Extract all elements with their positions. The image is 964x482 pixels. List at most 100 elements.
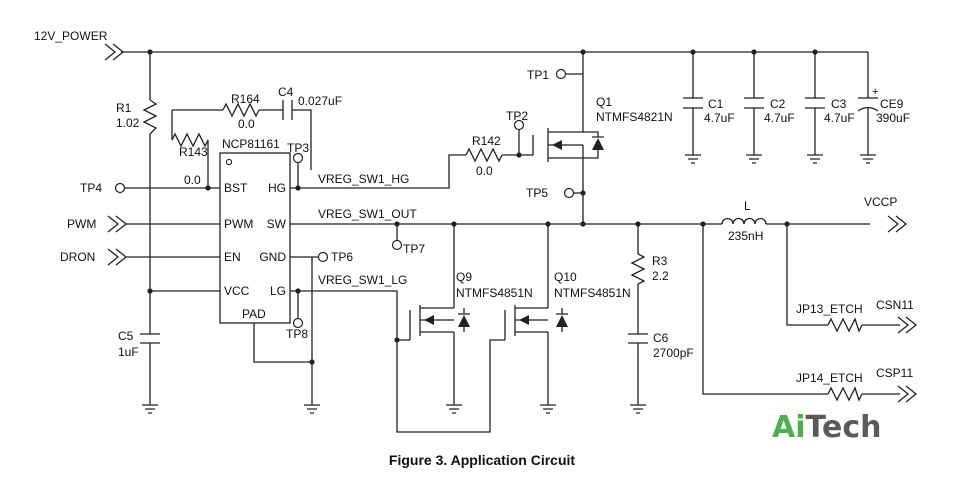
test-points xyxy=(114,68,575,329)
tp7-label: TP7 xyxy=(403,242,425,256)
tp2-label: TP2 xyxy=(506,109,528,123)
resistor-jp13 xyxy=(827,317,863,333)
r142-ref: R142 xyxy=(472,134,501,148)
net-connectors xyxy=(104,43,918,403)
r164-value: 0.0 xyxy=(238,117,255,131)
ground-symbols xyxy=(142,154,876,414)
r3-ref: R3 xyxy=(652,254,668,268)
pin-en: EN xyxy=(224,250,241,264)
capacitor-c5 xyxy=(140,333,160,344)
jp13-label: JP13_ETCH xyxy=(796,302,863,316)
c2-ref: C2 xyxy=(770,97,786,111)
tp6-circle xyxy=(317,251,329,263)
tp3-circle xyxy=(292,152,304,164)
wires xyxy=(121,51,900,433)
q10-ref: Q10 xyxy=(554,270,577,284)
capacitor-c1 xyxy=(683,97,703,109)
tp5-circle xyxy=(563,187,575,199)
ic-ncp81161: NCP81161 BST PWM EN VCC PAD HG SW GND LG xyxy=(219,137,291,324)
capacitors: + xyxy=(140,86,878,360)
pin-lg: LG xyxy=(270,284,286,298)
resistor-jp14 xyxy=(827,386,863,402)
net-vccp-label: VCCP xyxy=(864,195,897,209)
pin-hg: HG xyxy=(268,181,286,195)
capacitor-c3 xyxy=(805,97,825,109)
tp3-label: TP3 xyxy=(287,141,309,155)
net-sw-label: VREG_SW1_OUT xyxy=(318,207,417,221)
tp4-circle xyxy=(114,182,126,194)
tp8-circle xyxy=(292,317,304,329)
capacitor-ce9 xyxy=(857,97,879,112)
pin-vcc: VCC xyxy=(224,284,250,298)
r143-ref: R143 xyxy=(179,145,208,159)
net-csp-label: CSP11 xyxy=(876,366,913,380)
ce9-ref: CE9 xyxy=(880,97,904,111)
c6-ref: C6 xyxy=(653,331,669,345)
r142-value: 0.0 xyxy=(476,164,493,178)
watermark-part2: Tech xyxy=(806,410,882,445)
r143-value: 0.0 xyxy=(184,173,201,187)
ic-name: NCP81161 xyxy=(222,137,280,151)
c6-value: 2700pF xyxy=(653,346,694,360)
ce9-value: 390uF xyxy=(876,111,910,125)
pin-bst: BST xyxy=(224,181,248,195)
resistor-r142 xyxy=(465,147,503,163)
c5-ref: C5 xyxy=(118,329,134,343)
ce9-polarity: + xyxy=(872,86,878,98)
c5-value: 1uF xyxy=(118,345,139,359)
connector-pwm xyxy=(107,215,128,233)
connector-csn xyxy=(897,316,918,334)
net-pwm-label: PWM xyxy=(67,217,96,231)
pin-pad: PAD xyxy=(242,307,266,321)
capacitor-c6 xyxy=(628,333,648,344)
c3-ref: C3 xyxy=(831,97,847,111)
c2-value: 4.7uF xyxy=(764,111,795,125)
capacitor-c2 xyxy=(744,97,764,109)
net-12v-label: 12V_POWER xyxy=(34,29,108,43)
resistor-r3 xyxy=(630,253,646,285)
inductor-l xyxy=(721,217,767,225)
net-dron-label: DRON xyxy=(60,250,95,264)
connector-12v xyxy=(104,43,125,61)
l-ref: L xyxy=(744,199,751,213)
connector-vccp xyxy=(887,215,908,233)
resistors xyxy=(142,99,863,402)
connector-dron xyxy=(107,248,128,266)
r1-ref: R1 xyxy=(116,101,132,115)
c4-value: 0.027uF xyxy=(298,94,342,108)
mosfet-q1 xyxy=(532,125,604,165)
c1-value: 4.7uF xyxy=(704,111,735,125)
c1-ref: C1 xyxy=(708,97,724,111)
tp5-label: TP5 xyxy=(526,186,548,200)
q9-part: NTMFS4851N xyxy=(456,286,533,300)
tp8-label: TP8 xyxy=(286,327,308,341)
l-value: 235nH xyxy=(728,229,763,243)
net-lg-label: VREG_SW1_LG xyxy=(318,273,407,287)
resistor-r164 xyxy=(222,102,260,118)
net-hg-label: VREG_SW1_HG xyxy=(318,172,409,186)
aitech-watermark: AiTech xyxy=(772,410,881,445)
pin-pwm: PWM xyxy=(224,217,253,231)
r164-ref: R164 xyxy=(231,92,260,106)
mosfet-q9 xyxy=(409,300,470,340)
q10-part: NTMFS4851N xyxy=(554,286,631,300)
tp1-circle xyxy=(555,68,567,80)
junction-dots xyxy=(147,49,818,365)
pin-sw: SW xyxy=(267,217,287,231)
r3-value: 2.2 xyxy=(652,269,669,283)
tp2-circle xyxy=(513,119,525,131)
resistor-r1 xyxy=(142,99,158,135)
tp6-label: TP6 xyxy=(331,250,353,264)
q1-part: NTMFS4821N xyxy=(596,110,673,124)
watermark-part1: Ai xyxy=(772,410,806,445)
net-csn-label: CSN11 xyxy=(876,298,914,312)
figure-caption: Figure 3. Application Circuit xyxy=(389,452,576,468)
capacitor-c4 xyxy=(282,100,293,120)
tp1-label: TP1 xyxy=(527,68,549,82)
tp7-circle xyxy=(391,239,403,251)
q1-ref: Q1 xyxy=(596,95,612,109)
pin-gnd: GND xyxy=(259,250,286,264)
labels: 12V_POWER PWM DRON VCCP CSN11 CSP11 VREG… xyxy=(34,29,914,385)
